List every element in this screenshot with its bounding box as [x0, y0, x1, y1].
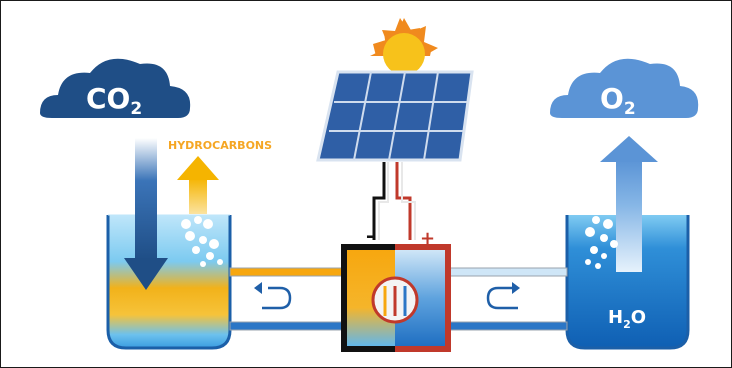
- h2o-label: H2O: [608, 307, 646, 331]
- bubbles-left: [181, 216, 223, 267]
- co2-label: CO2: [86, 82, 142, 119]
- sun-icon: [370, 18, 438, 75]
- o2-up-arrow-icon: [600, 136, 658, 272]
- hydrocarbons-label: HYDROCARBONS: [168, 139, 272, 152]
- o2-cloud-icon: [550, 58, 699, 118]
- positive-terminal-label: +: [420, 228, 435, 249]
- left-tank: [106, 214, 232, 350]
- hydrocarbons-up-arrow-icon: [177, 156, 219, 214]
- panel-wires: [372, 162, 416, 240]
- bubbles-right: [585, 216, 618, 269]
- pipes: [229, 267, 568, 331]
- electrochemical-cell: [341, 244, 451, 352]
- curved-arrow-right-icon: [486, 282, 520, 310]
- co2-cloud-icon: [40, 58, 191, 118]
- o2-label: O2: [600, 82, 636, 119]
- co2-down-arrow-icon: [124, 138, 168, 290]
- solar-panel-icon: [316, 70, 474, 162]
- curved-arrow-left-icon: [254, 282, 292, 310]
- negative-terminal-label: -: [366, 226, 373, 247]
